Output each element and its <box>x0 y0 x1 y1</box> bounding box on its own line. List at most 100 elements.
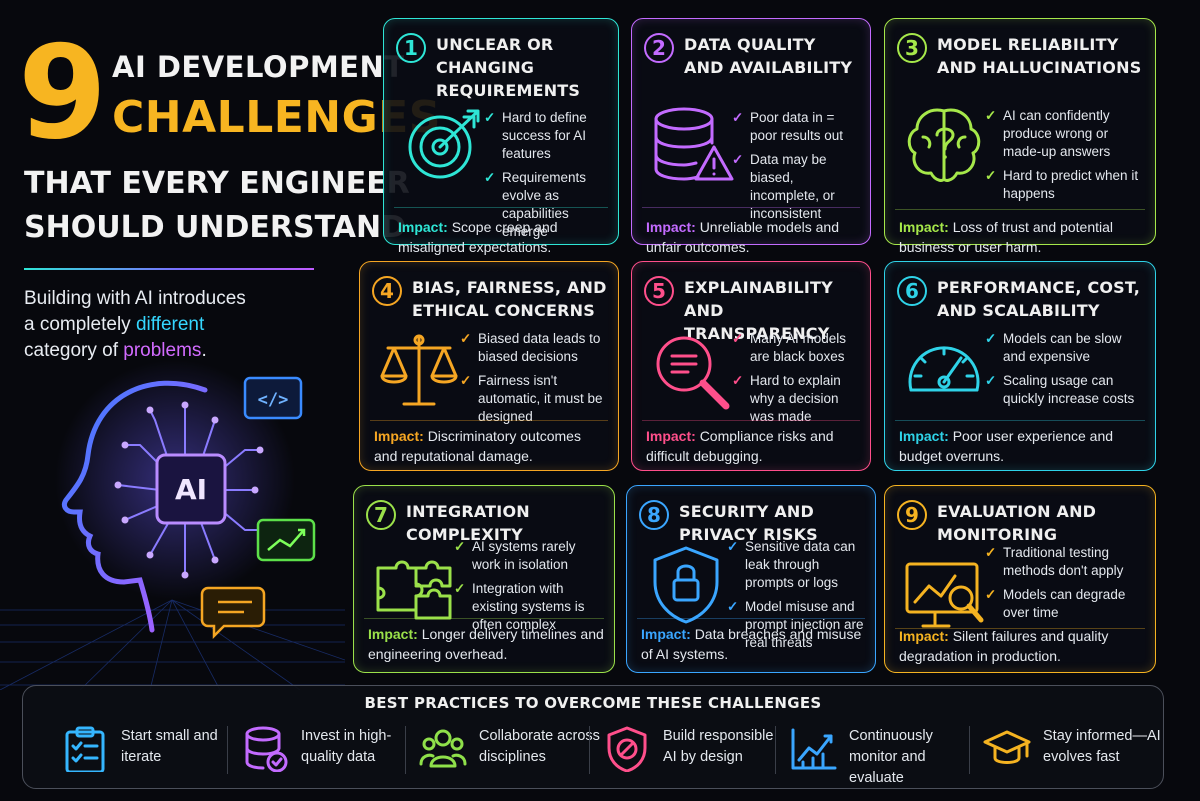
card-divider <box>642 207 860 208</box>
challenge-number-badge: 1 <box>396 33 426 63</box>
checkmark-icon: ✓ <box>732 373 744 388</box>
ai-chip <box>155 453 227 525</box>
challenge-number-badge: 2 <box>644 33 674 63</box>
card-divider <box>637 618 865 619</box>
best-practice-label: Continuously monitor and evaluate <box>849 728 933 786</box>
checkmark-icon: ✓ <box>732 110 744 125</box>
intro-part-b: a completely <box>24 314 136 335</box>
best-practice-divider <box>405 726 406 774</box>
card-divider <box>895 420 1145 421</box>
challenge-title: EVALUATION AND MONITORING <box>937 502 1097 544</box>
team-icon <box>419 729 467 768</box>
checkmark-icon: ✓ <box>484 170 496 185</box>
challenge-bullet: ✓Hard to define success for AI features <box>484 110 587 161</box>
card-divider <box>364 618 604 619</box>
challenge-impact: Impact: Silent failures and quality degr… <box>899 628 1109 664</box>
challenge-impact: Impact: Discriminatory outcomes and repu… <box>374 428 581 464</box>
checkmark-icon: ✓ <box>484 110 496 125</box>
hero-big-number: 9 <box>18 19 107 168</box>
impact-label: Impact: <box>398 219 452 235</box>
checkmark-icon: ✓ <box>460 331 472 346</box>
challenge-bullet: ✓Sensitive data can leak through prompts… <box>727 539 856 590</box>
challenge-bullet: ✓Requirements evolve as capabilities eme… <box>484 170 587 239</box>
code-glyph: </> <box>258 390 289 410</box>
chart-magnifier-icon <box>905 562 984 628</box>
database-warning-icon <box>654 107 734 181</box>
challenge-card-9: 9 EVALUATION AND MONITORING✓Traditional t… <box>884 485 1156 673</box>
hero-divider <box>24 268 314 270</box>
challenge-bullets: ✓Sensitive data can leak through prompts… <box>727 538 867 658</box>
challenge-title: BIAS, FAIRNESS, AND ETHICAL CONCERNS <box>412 278 607 320</box>
challenge-bullets: ✓Biased data leads to biased decisions ✓F… <box>460 330 610 432</box>
impact-label: Impact: <box>899 628 953 644</box>
best-practice-label: Collaborate across disciplines <box>479 728 600 765</box>
challenge-bullet: ✓Models can degrade over time <box>985 587 1126 620</box>
challenge-number-badge: 6 <box>897 276 927 306</box>
challenge-bullets: ✓Hard to define success for AI features✓… <box>484 109 610 247</box>
hero-title-line-3: THAT EVERY ENGINEER <box>24 166 410 201</box>
challenge-bullet: ✓Biased data leads to biased decisions <box>460 331 601 364</box>
scales-icon <box>380 334 458 406</box>
checkmark-icon: ✓ <box>460 373 472 388</box>
best-practice-label: Invest in high-quality data <box>301 728 392 765</box>
speedometer-icon <box>908 346 980 392</box>
intro-part-a: Building with AI introduces <box>24 288 246 309</box>
challenge-bullets: ✓Traditional testing methods don't apply… <box>985 544 1147 628</box>
challenge-title: UNCLEAR OR CHANGING REQUIREMENTS <box>436 35 581 100</box>
checkmark-icon: ✓ <box>732 152 744 167</box>
challenge-bullet: ✓Hard to predict when it happens <box>985 168 1139 201</box>
challenge-impact: Impact: Data breaches and misuse of AI s… <box>641 626 862 662</box>
challenge-number-badge: 5 <box>644 276 674 306</box>
challenge-impact: Impact: Scope creep and misaligned expec… <box>398 219 558 255</box>
challenge-title: SECURITY AND PRIVACY RISKS <box>679 502 818 544</box>
challenge-bullets: ✓Models can be slow and expensive ✓Scalin… <box>985 330 1147 414</box>
challenge-title: MODEL RELIABILITY AND HALLUCINATIONS <box>937 35 1142 77</box>
trend-window-icon <box>256 518 316 562</box>
checkmark-icon: ✓ <box>985 373 997 388</box>
impact-label: Impact: <box>374 428 428 444</box>
puzzle-icon <box>376 560 452 620</box>
checkmark-icon: ✓ <box>985 587 997 602</box>
challenge-bullet: ✓Hard to explain why a decision was made <box>732 373 841 424</box>
best-practices-panel: BEST PRACTICES TO OVERCOME THESE CHALLEN… <box>22 685 1164 789</box>
shield-ban-icon <box>607 726 647 772</box>
ai-head-illustration: AI </> <box>0 360 345 690</box>
challenge-bullet: ✓Fairness isn't automatic, it must be de… <box>460 373 603 424</box>
card-divider <box>895 209 1145 210</box>
checkmark-icon: ✓ <box>732 331 744 346</box>
checkmark-icon: ✓ <box>985 545 997 560</box>
challenge-bullet: ✓AI systems rarely work in isolation <box>454 539 576 572</box>
challenge-title: INTEGRATION COMPLEXITY <box>406 502 530 544</box>
challenge-bullet: ✓Traditional testing methods don't apply <box>985 545 1124 578</box>
challenge-bullet: ✓AI can confidently produce wrong or mad… <box>985 108 1111 159</box>
challenge-card-7: 7 INTEGRATION COMPLEXITY✓AI systems rarel… <box>353 485 615 673</box>
challenge-number-badge: 7 <box>366 500 396 530</box>
challenge-impact: Impact: Longer delivery timelines and en… <box>368 626 604 662</box>
best-practice-label: Build responsible AI by design <box>663 728 774 765</box>
card-divider <box>370 420 608 421</box>
checkmark-icon: ✓ <box>727 599 739 614</box>
hero-title-line-4: SHOULD UNDERSTAND <box>24 210 406 245</box>
challenge-impact: Impact: Compliance risks and difficult d… <box>646 428 834 464</box>
challenge-title: EXPLAINABILITY AND TRANSPARENCY <box>684 278 833 343</box>
brain-question-icon <box>907 108 981 182</box>
challenge-impact: Impact: Loss of trust and potential busi… <box>899 219 1114 255</box>
best-practice-divider <box>775 726 776 774</box>
trend-chart-icon <box>791 728 837 770</box>
challenge-bullet: ✓Models can be slow and expensive <box>985 331 1122 364</box>
impact-label: Impact: <box>899 219 953 235</box>
challenge-number-badge: 9 <box>897 500 927 530</box>
intro-highlight-problems: problems <box>123 340 202 361</box>
checkmark-icon: ✓ <box>985 108 997 123</box>
impact-label: Impact: <box>368 626 422 642</box>
ai-chip-label: AI <box>175 473 207 506</box>
code-window-icon <box>243 376 303 420</box>
shield-lock-icon <box>653 546 719 624</box>
challenge-bullet: ✓Scaling usage can quickly increase cost… <box>985 373 1135 406</box>
checkmark-icon: ✓ <box>985 168 997 183</box>
challenge-bullets: ✓Many AI models are black boxes✓Hard to … <box>732 330 862 432</box>
challenge-bullet: ✓Model misuse and prompt injection are r… <box>727 599 864 650</box>
